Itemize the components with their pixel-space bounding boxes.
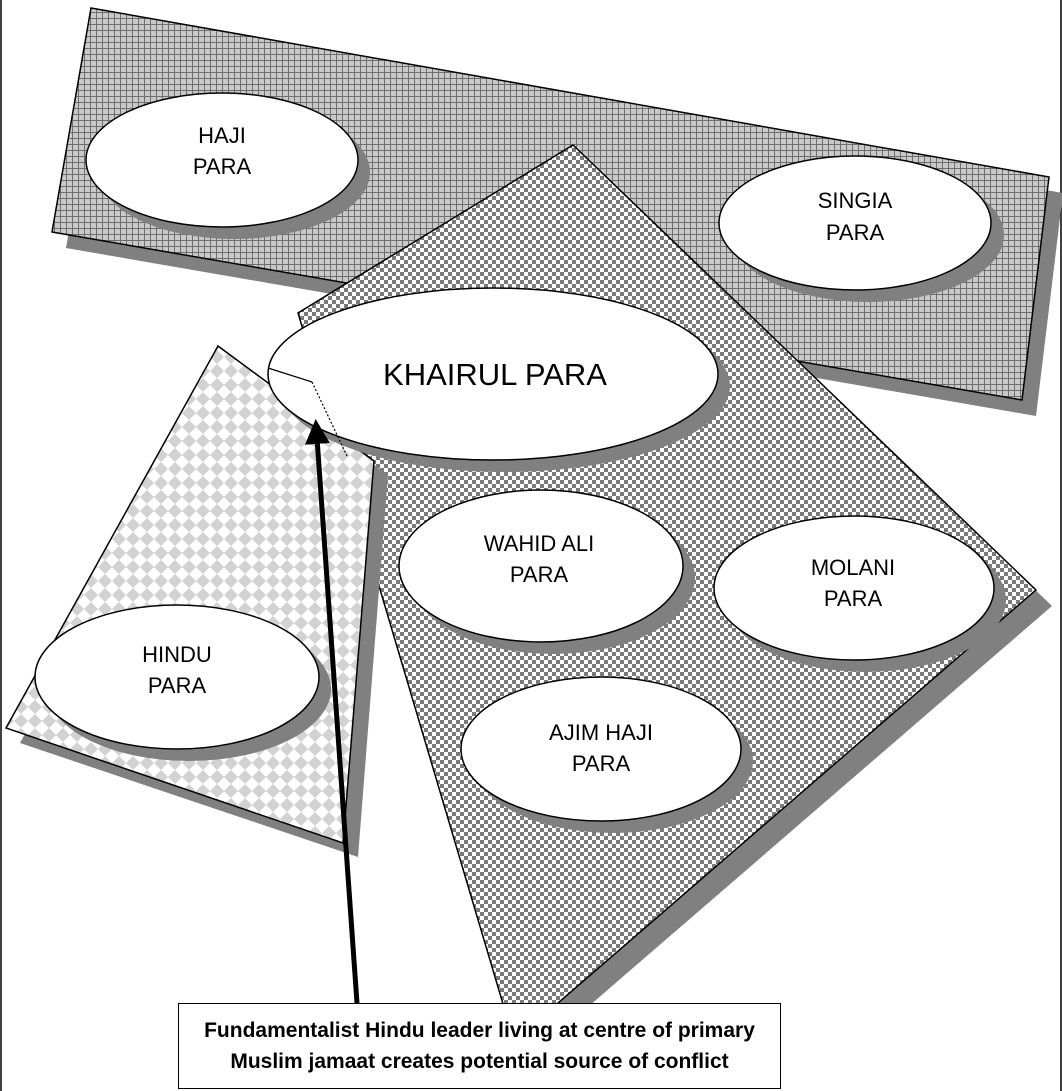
caption-line-1: Fundamentalist Hindu leader living at ce… (204, 1019, 755, 1042)
para-khairul: KHAIRUL PARA (267, 287, 730, 472)
para-ellipse (460, 676, 742, 822)
para-ellipse (398, 489, 684, 643)
hindu-leader-inset-outline (267, 367, 313, 383)
ajim-haji-para-line1: AJIM HAJI (549, 720, 653, 745)
para-molani: MOLANI PARA (713, 515, 1006, 672)
molani-para-line2: PARA (824, 586, 883, 611)
singia-para-line2: PARA (826, 220, 885, 245)
leader-pointer-arrow (304, 419, 360, 1004)
para-ellipse (85, 92, 359, 228)
wahid-ali-para-line2: PARA (510, 562, 569, 587)
wahid-ali-para-line1: WAHID ALI (484, 531, 594, 556)
hindu-leader-inset-dotted (311, 381, 348, 457)
singia-para-line1: SINGIA (818, 188, 893, 213)
khairul-para-label: KHAIRUL PARA (383, 357, 607, 392)
conflict-caption-box: Fundamentalist Hindu leader living at ce… (178, 1003, 781, 1089)
para-hindu: HINDU PARA (34, 604, 331, 761)
haji-para-line2: PARA (193, 154, 252, 179)
hindu-para-line2: PARA (148, 673, 207, 698)
ajim-haji-para-line2: PARA (572, 751, 631, 776)
para-ellipse (34, 604, 320, 750)
para-ellipse (267, 287, 719, 461)
para-haji: HAJI PARA (85, 92, 370, 239)
hindu-para-line1: HINDU (142, 642, 212, 667)
caption-line-2: Muslim jamaat creates potential source o… (230, 1050, 729, 1073)
haji-para-line1: HAJI (198, 123, 246, 148)
para-ellipse (713, 515, 995, 661)
para-singia: SINGIA PARA (718, 155, 1004, 302)
molani-para-line1: MOLANI (811, 555, 895, 580)
para-ellipse (718, 155, 992, 291)
para-ajim-haji: AJIM HAJI PARA (460, 676, 753, 833)
para-wahid-ali: WAHID ALI PARA (398, 489, 695, 654)
